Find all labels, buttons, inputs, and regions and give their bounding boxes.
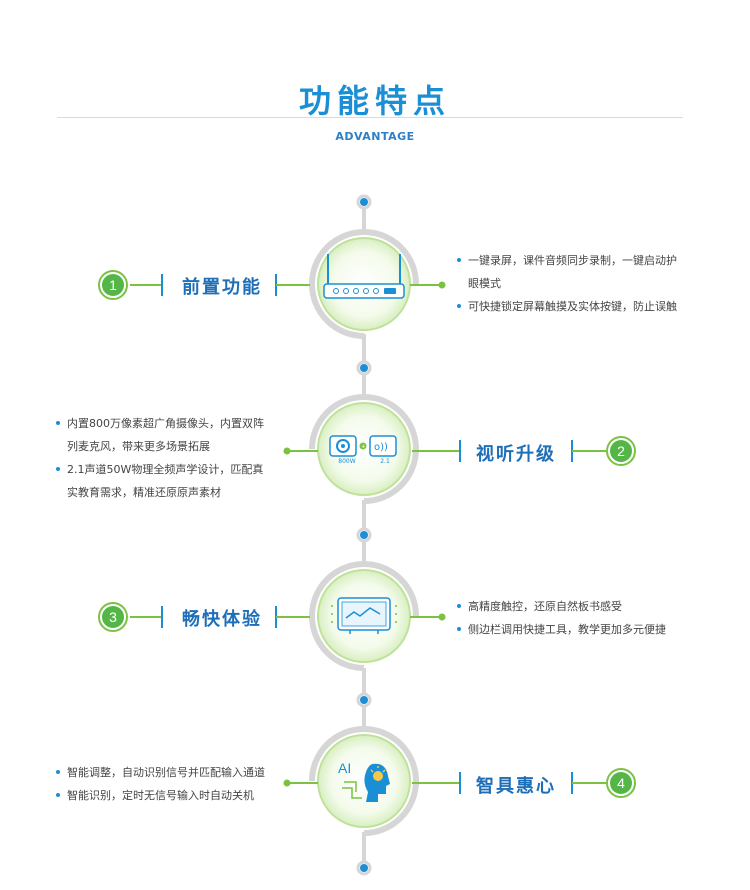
track-dot — [360, 864, 368, 872]
track-arc — [363, 394, 419, 504]
title-divider — [57, 117, 683, 118]
camera-label: 800W — [338, 458, 356, 465]
feature-3-number-badge: 3 — [98, 602, 128, 632]
feature-4-bullets: 智能调整，自动识别信号并匹配输入通道 智能识别，定时无信号输入时自动关机 — [56, 761, 284, 807]
feature-2-bullet-2-cont: 实教育需求，精准还原原声素材 — [67, 486, 221, 499]
feature-4-title: 智具惠心 — [476, 776, 556, 797]
track-arc — [363, 229, 419, 285]
feature-3-title: 畅快体验 — [182, 609, 262, 630]
page-title: 功能特点 — [298, 82, 451, 120]
track-dot — [360, 198, 368, 206]
feature-2-bullet-2: 2.1声道50W物理全频声学设计，匹配真 — [56, 458, 284, 481]
feature-4-bullet-2: 智能识别，定时无信号输入时自动关机 — [56, 784, 284, 807]
feature-4-bullet-1: 智能调整，自动识别信号并匹配输入通道 — [56, 761, 284, 784]
connector-row-2 — [283, 440, 606, 462]
track-arc — [309, 726, 365, 782]
feature-1-bullet-1-cont: 眼模式 — [468, 277, 501, 290]
connector-row-1 — [130, 274, 446, 296]
camera-speaker-icon: + o)) — [328, 432, 400, 472]
svg-text:o)): o)) — [374, 442, 388, 453]
feature-1-bullet-2: 可快捷锁定屏幕触摸及实体按键，防止误触 — [457, 295, 697, 318]
track-dot — [360, 364, 368, 372]
feature-2-bullet-1-cont: 列麦克风，带来更多场景拓展 — [67, 440, 210, 453]
feature-2-number-badge: 2 — [606, 436, 636, 466]
feature-3-bullet-2: 侧边栏调用快捷工具，教学更加多元便捷 — [457, 618, 697, 641]
track-dot — [360, 531, 368, 539]
feature-2-number: 2 — [610, 440, 632, 462]
track-dot — [360, 696, 368, 704]
feature-1-number-badge: 1 — [98, 270, 128, 300]
track-arc — [363, 726, 419, 836]
feature-4-number-badge: 4 — [606, 768, 636, 798]
connector-row-4 — [283, 772, 606, 794]
feature-1-title: 前置功能 — [182, 277, 262, 298]
feature-3-number: 3 — [102, 606, 124, 628]
feature-2-title: 视听升级 — [476, 444, 556, 465]
feature-4-number: 4 — [610, 772, 632, 794]
track-arc — [309, 561, 365, 671]
feature-2-bullet-1: 内置800万像素超广角摄像头，内置双阵 — [56, 412, 284, 435]
feature-1-number: 1 — [102, 274, 124, 296]
page-subtitle: ADVANTAGE — [335, 130, 415, 143]
feature-1-bullets: 一键录屏，课件音频同步录制，一键启动护 眼模式 可快捷锁定屏幕触摸及实体按键，防… — [457, 249, 697, 318]
feature-3-bullets: 高精度触控，还原自然板书感受 侧边栏调用快捷工具，教学更加多元便捷 — [457, 595, 697, 641]
ai-label: AI — [338, 760, 352, 776]
track-arc — [309, 394, 365, 450]
feature-circle-4 — [317, 734, 411, 828]
track-arc — [363, 561, 419, 617]
monitor-front-panel-icon — [322, 250, 406, 306]
touch-board-icon — [330, 594, 398, 638]
ai-head-icon — [338, 758, 398, 806]
feature-1-bullet-1: 一键录屏，课件音频同步录制，一键启动护 — [457, 249, 697, 272]
feature-3-bullet-1: 高精度触控，还原自然板书感受 — [457, 595, 697, 618]
feature-2-bullets: 内置800万像素超广角摄像头，内置双阵 列麦克风，带来更多场景拓展 2.1声道5… — [56, 412, 284, 504]
connector-row-3 — [130, 606, 446, 628]
track-arc — [309, 229, 365, 339]
speaker-label: 2.1 — [380, 458, 390, 465]
svg-text:+: + — [361, 444, 365, 451]
